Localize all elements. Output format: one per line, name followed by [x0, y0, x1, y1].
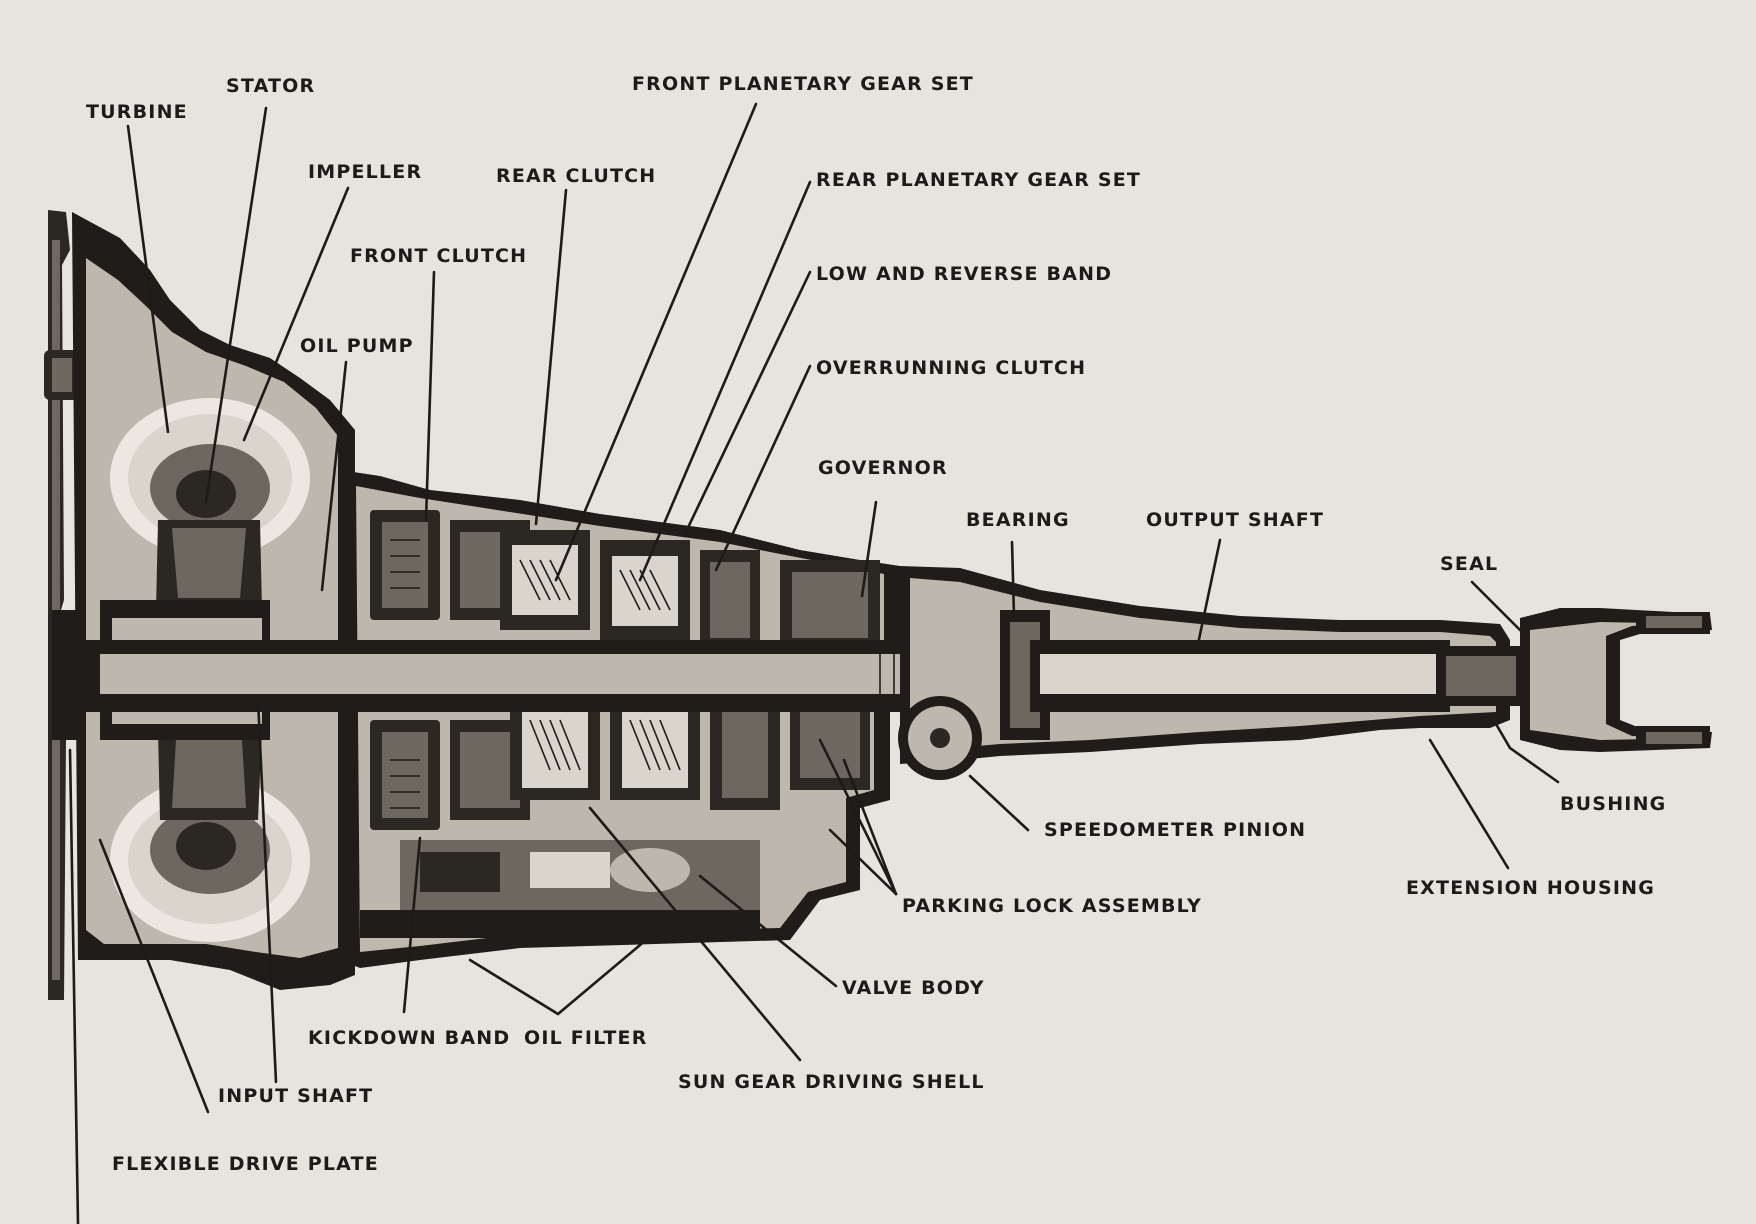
label-kickdown-band: KICKDOWN BAND: [308, 1027, 510, 1049]
leader-input-shaft: [256, 698, 278, 1084]
valve-body-and-pan: [360, 840, 760, 938]
label-overrunning-clutch: OVERRUNNING CLUTCH: [816, 357, 1086, 379]
leader-governor: [860, 500, 878, 598]
label-extension-housing: EXTENSION HOUSING: [1406, 877, 1655, 899]
transmission-cutaway: [44, 210, 1712, 1000]
leader-oil-filter: [468, 938, 648, 1016]
label-low-and-reverse-band: LOW AND REVERSE BAND: [816, 263, 1112, 285]
extension-housing-part: [898, 566, 1510, 780]
leader-speedometer-pinion: [968, 774, 1030, 832]
leader-impeller: [242, 186, 350, 442]
label-parking-lock-assembly: PARKING LOCK ASSEMBLY: [902, 895, 1202, 917]
leader-parking-lock-2: [842, 758, 898, 896]
leader-front-planetary: [554, 102, 758, 582]
leader-bearing: [1010, 540, 1016, 618]
leader-sun-gear-shell: [588, 806, 802, 1062]
label-oil-filter: OIL FILTER: [524, 1027, 648, 1049]
leader-overrunning-clutch: [714, 364, 812, 572]
leader-kickdown-band: [402, 836, 422, 1014]
leader-lines: [68, 102, 1560, 1224]
label-sun-gear-driving-shell: SUN GEAR DRIVING SHELL: [678, 1071, 985, 1093]
label-seal: SEAL: [1440, 553, 1498, 575]
leader-rear-clutch: [534, 188, 568, 526]
label-oil-pump: OIL PUMP: [300, 335, 414, 357]
leader-parking-lock-3: [828, 828, 898, 896]
label-valve-body: VALVE BODY: [842, 977, 985, 999]
label-bushing: BUSHING: [1560, 793, 1666, 815]
leader-flexible-drive-plate-b: [68, 748, 80, 1224]
label-speedometer-pinion: SPEEDOMETER PINION: [1044, 819, 1306, 841]
output-yoke: [1436, 608, 1712, 752]
leader-parking-lock-1: [818, 738, 898, 896]
label-rear-clutch: REAR CLUTCH: [496, 165, 656, 187]
label-output-shaft: OUTPUT SHAFT: [1146, 509, 1324, 531]
leader-extension-housing: [1428, 738, 1510, 870]
leader-stator: [204, 106, 268, 504]
transmission-case: [340, 470, 900, 968]
leader-low-reverse-band: [682, 270, 812, 538]
label-rear-planetary-gear-set: REAR PLANETARY GEAR SET: [816, 169, 1141, 191]
leader-oil-pump: [320, 360, 348, 592]
leader-rear-planetary: [638, 180, 812, 582]
label-front-clutch: FRONT CLUTCH: [350, 245, 527, 267]
leader-valve-body: [698, 874, 838, 988]
label-bearing: BEARING: [966, 509, 1070, 531]
labels: TURBINE STATOR IMPELLER REAR CLUTCH FRON…: [86, 73, 1666, 1175]
leader-seal: [1470, 580, 1522, 632]
leader-front-clutch: [424, 270, 436, 522]
label-flexible-drive-plate: FLEXIBLE DRIVE PLATE: [112, 1153, 379, 1175]
label-governor: GOVERNOR: [818, 457, 948, 479]
leader-flexible-drive-plate-a: [98, 838, 210, 1114]
leader-turbine: [126, 124, 170, 434]
label-turbine: TURBINE: [86, 101, 188, 123]
label-impeller: IMPELLER: [308, 161, 422, 183]
leader-output-shaft: [1196, 538, 1222, 646]
label-input-shaft: INPUT SHAFT: [218, 1085, 373, 1107]
leader-bushing: [1494, 722, 1560, 784]
label-stator: STATOR: [226, 75, 315, 97]
label-front-planetary-gear-set: FRONT PLANETARY GEAR SET: [632, 73, 974, 95]
